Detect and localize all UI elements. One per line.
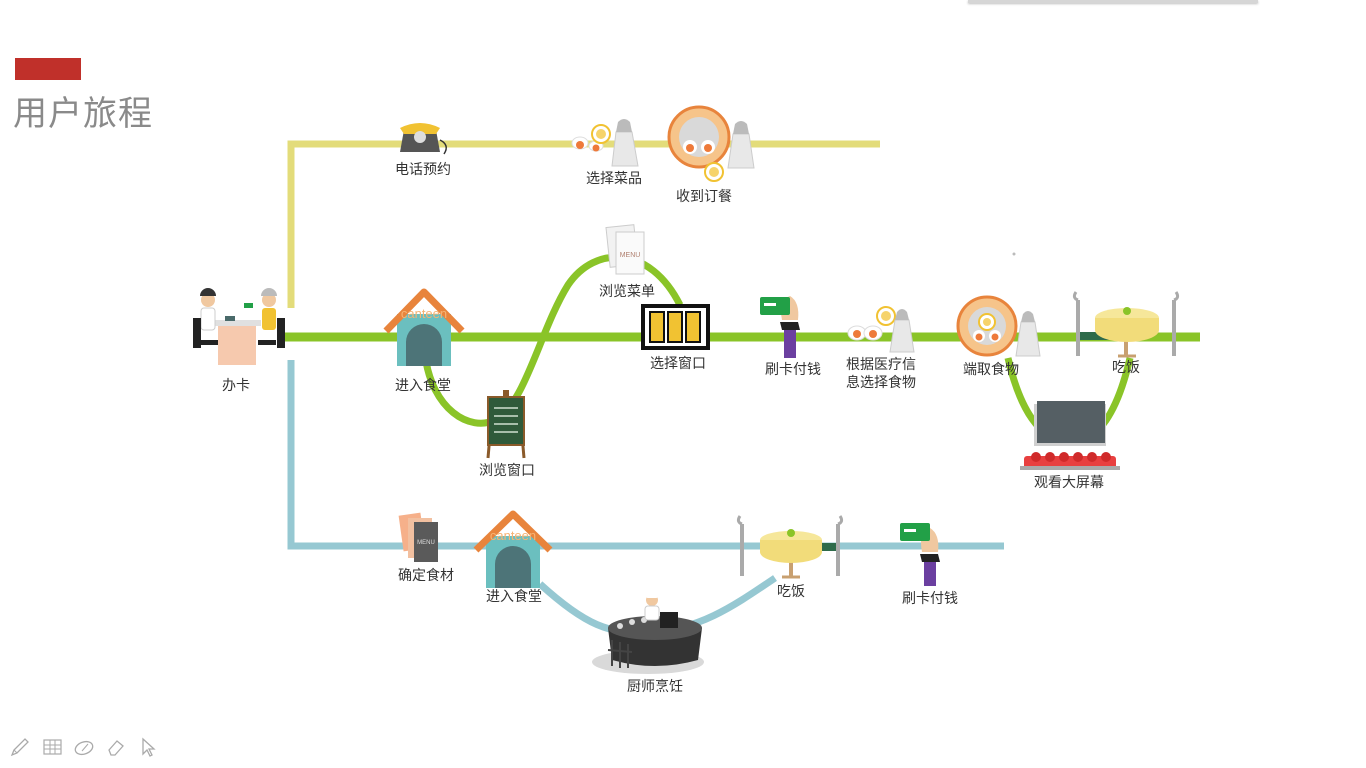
step-label-eat: 吃饭	[1112, 360, 1140, 376]
order-plate-icon	[667, 105, 731, 182]
food-tray-icon	[956, 295, 1018, 357]
telephone-icon	[400, 123, 447, 155]
eraser-tool-icon[interactable]	[104, 735, 128, 759]
top-window-strip	[968, 0, 1258, 3]
step-label-card: 办卡	[222, 378, 250, 394]
step-label-swipe-pay-2: 刷卡付钱	[902, 591, 958, 607]
step-label-enter-canteen: 进入食堂	[395, 378, 451, 394]
ingredient-menu-text: MENU	[417, 540, 435, 546]
grid-tool-icon[interactable]	[40, 735, 64, 759]
bottom-track	[287, 360, 1004, 636]
canteen-house-icon: canteen	[473, 510, 553, 588]
page-title: 用户旅程	[13, 94, 153, 134]
step-label-enter-canteen-2: 进入食堂	[486, 589, 542, 605]
ingredient-menu-icon: MENU	[398, 512, 438, 562]
stray-dot	[1012, 252, 1016, 256]
dining-table-icon	[736, 515, 844, 579]
step-label-choose-window: 选择窗口	[650, 356, 706, 372]
card-office-icon	[193, 288, 285, 365]
step-label-medical-choose: 根据医疗信 息选择食物	[846, 357, 916, 391]
chef-kitchen-icon	[592, 592, 704, 674]
canteen-sign-2: canteen	[490, 528, 536, 543]
step-label-choose-dishes: 选择菜品	[586, 171, 642, 187]
step-label-chef-cook: 厨师烹饪	[627, 679, 683, 695]
dining-table-icon	[1072, 291, 1180, 358]
big-screen-icon	[1020, 401, 1120, 470]
chalkboard-icon	[486, 390, 526, 459]
step-label-browse-window: 浏览窗口	[479, 463, 535, 479]
salt-shaker-icon	[889, 309, 915, 353]
step-label-browse-menu: 浏览菜单	[599, 284, 655, 300]
card-swipe-icon	[760, 296, 800, 358]
menu-booklet-text: MENU	[620, 252, 641, 259]
step-label-swipe-pay: 刷卡付钱	[765, 362, 821, 378]
canteen-house-icon: canteen	[383, 288, 465, 366]
menu-booklet-icon: MENU	[605, 224, 645, 275]
egg-plate-icon	[847, 306, 896, 341]
pointer-tool-icon[interactable]	[136, 735, 160, 759]
step-label-confirm-ingredients: 确定食材	[398, 568, 454, 584]
top-track	[287, 140, 880, 308]
salt-shaker-icon	[611, 119, 639, 167]
presentation-toolbar	[8, 735, 160, 759]
step-label-take-food: 端取食物	[963, 362, 1019, 378]
step-label-receive-order: 收到订餐	[676, 189, 732, 205]
step-label-eat-2: 吃饭	[777, 584, 805, 600]
title-accent-bar	[15, 58, 81, 80]
canteen-sign: canteen	[401, 306, 447, 321]
salt-shaker-icon	[1015, 311, 1041, 357]
step-label-phone-reserve: 电话预约	[395, 162, 451, 178]
pen-tool-icon[interactable]	[8, 735, 32, 759]
card-swipe-icon	[900, 523, 940, 586]
salt-shaker-icon	[727, 121, 755, 169]
step-label-watch-screen: 观看大屏幕	[1034, 475, 1104, 491]
service-window-icon	[641, 304, 710, 350]
egg-plate-icon	[571, 124, 611, 152]
ellipse-tool-icon[interactable]	[72, 735, 96, 759]
